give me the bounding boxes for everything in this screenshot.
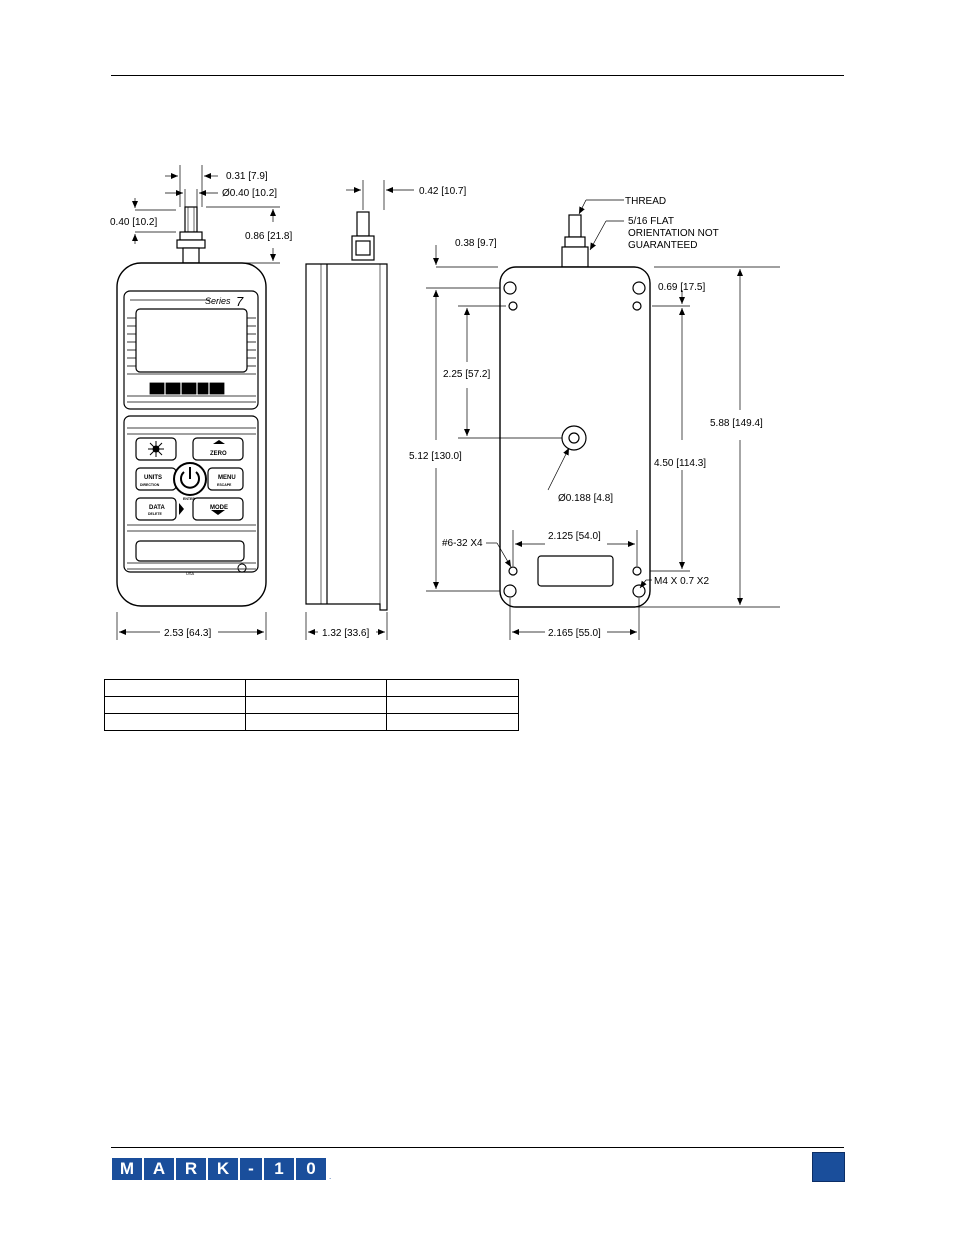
dim-collar: 0.40 [10.2] <box>110 217 157 228</box>
table-row <box>104 679 519 697</box>
table-cell <box>386 713 519 731</box>
dim-top-offset: 0.38 [9.7] <box>455 238 497 249</box>
dim-center-height: 2.25 [57.2] <box>443 369 490 380</box>
table-cell <box>386 679 519 697</box>
logo-letter: - <box>240 1158 262 1180</box>
dim-shaft-height: 0.86 [21.8] <box>245 231 292 242</box>
series-label: Series <box>205 296 231 306</box>
logo-letter: K <box>208 1158 238 1180</box>
sun-icon <box>148 441 164 457</box>
dim-shaft-width: 0.31 [7.9] <box>226 171 268 182</box>
logo-letter: R <box>176 1158 206 1180</box>
footer-rule <box>111 1147 844 1148</box>
table-cell <box>386 696 519 714</box>
key-data-label: DATA <box>149 505 165 511</box>
side-dimensions <box>305 180 414 640</box>
callout-flat-1: 5/16 FLAT <box>628 216 674 227</box>
dim-overall-height: 5.88 [149.4] <box>710 418 763 429</box>
dim-inner-width: 2.125 [54.0] <box>548 531 601 542</box>
dim-hole-span: 5.12 [130.0] <box>409 451 462 462</box>
key-zero-label: ZERO <box>210 451 227 457</box>
dim-outer-width: 2.165 [55.0] <box>548 628 601 639</box>
callout-screw-b: M4 X 0.7 X2 <box>654 576 709 587</box>
key-zero <box>192 437 244 461</box>
dim-mount-span: 4.50 [114.3] <box>654 458 706 469</box>
callout-thread: THREAD <box>625 196 666 207</box>
page-number-badge <box>812 1152 845 1182</box>
key-mode <box>192 497 244 521</box>
table-cell <box>104 696 246 714</box>
header-rule <box>111 75 844 76</box>
key-data <box>135 497 177 521</box>
spec-table <box>104 679 519 731</box>
dim-front-width: 2.53 [64.3] <box>164 628 211 639</box>
table-cell <box>245 679 387 697</box>
power-icon <box>180 471 200 489</box>
key-mode-label: MODE <box>210 505 228 511</box>
dim-hole-offset: 0.69 [17.5] <box>658 282 705 293</box>
logo-letter: 1 <box>264 1158 294 1180</box>
dim-side-shaft: 0.42 [10.7] <box>419 186 466 197</box>
logo-letter: M <box>112 1158 142 1180</box>
table-cell <box>104 679 246 697</box>
callout-flat-3: GUARANTEED <box>628 240 697 251</box>
dim-center-hole: Ø0.188 [4.8] <box>558 493 613 504</box>
table-cell <box>245 713 387 731</box>
back-dimensions <box>426 199 780 640</box>
table-row <box>104 713 519 731</box>
front-display <box>135 308 248 373</box>
key-menu-label: MENU <box>218 475 236 481</box>
brand-logo: M A R K - 1 0 . <box>112 1157 331 1181</box>
front-logo-strip <box>149 382 225 395</box>
back-view <box>499 214 651 608</box>
table-cell <box>245 696 387 714</box>
logo-letter: A <box>144 1158 174 1180</box>
series-number: 7 <box>236 294 244 309</box>
table-row <box>104 696 519 714</box>
dim-side-depth: 1.32 [33.6] <box>322 628 369 639</box>
front-dimensions <box>116 165 280 640</box>
key-units-sub: DIRECTION <box>140 483 160 487</box>
front-view <box>116 206 267 607</box>
side-view <box>305 211 388 611</box>
key-enter-label: ENTER <box>183 497 195 501</box>
dim-shaft-dia: Ø0.40 [10.2] <box>222 188 277 199</box>
key-menu <box>207 467 244 491</box>
origin-label: USA <box>186 571 195 576</box>
callout-screw-a: #6-32 X4 <box>442 538 483 549</box>
key-menu-sub: ESCAPE <box>217 483 232 487</box>
logo-reg-mark: . <box>329 1172 332 1181</box>
front-key-labels: ZERO UNITS DIRECTION MENU ESCAPE ENTER D… <box>140 451 236 576</box>
table-cell <box>104 713 246 731</box>
logo-letter: 0 <box>296 1158 326 1180</box>
key-units-label: UNITS <box>144 475 162 481</box>
key-data-sub: DELETE <box>148 512 162 516</box>
callout-flat-2: ORIENTATION NOT <box>628 228 719 239</box>
